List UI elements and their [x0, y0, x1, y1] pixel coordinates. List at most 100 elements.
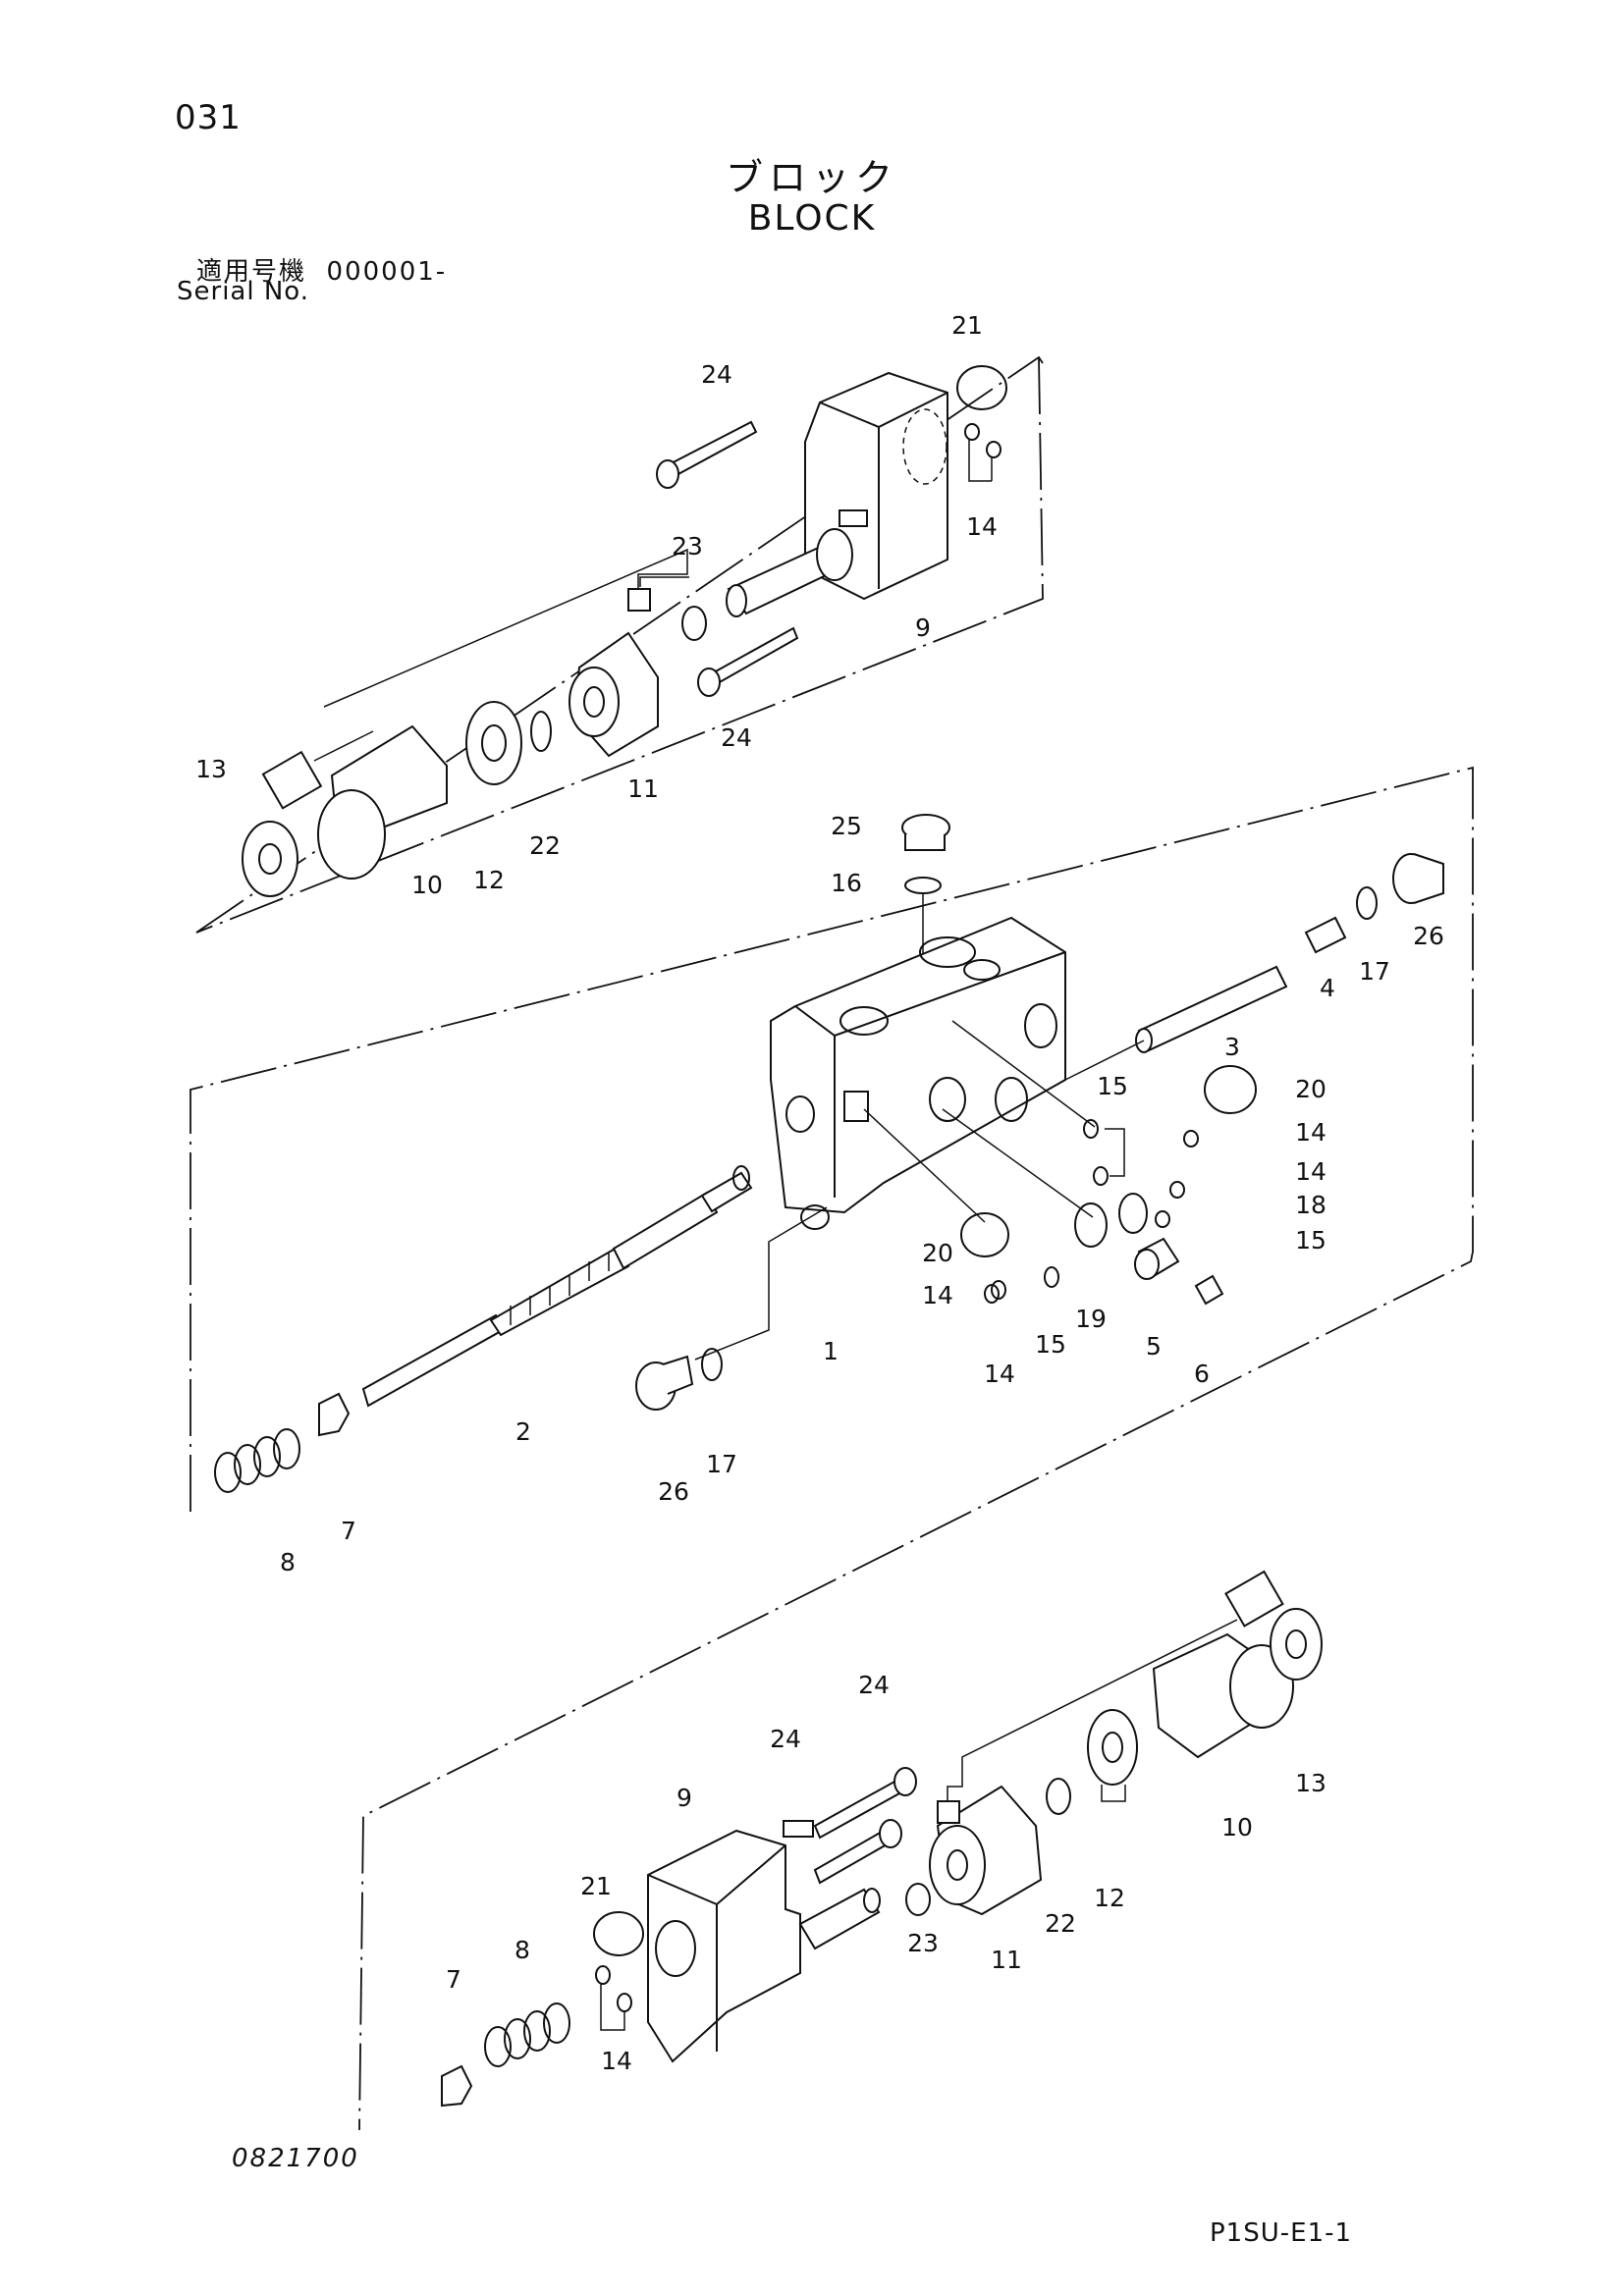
- part-14-oring-g: [984, 1284, 1000, 1304]
- callout-5: 5: [1146, 1332, 1162, 1361]
- callout-14: 14: [922, 1281, 953, 1309]
- callout-14: 14: [966, 512, 998, 541]
- part-8-spring: [214, 1428, 300, 1493]
- callout-4: 4: [1320, 974, 1335, 1002]
- part-8-spring-bottom: [484, 2002, 570, 2067]
- callout-23: 23: [672, 532, 703, 561]
- part-12-washer-bottom: [1087, 1709, 1138, 1786]
- callout-26: 26: [1413, 922, 1444, 950]
- solenoid-connector-top: [261, 730, 374, 810]
- part-21-oring-bottom: [593, 1911, 644, 1956]
- callout-14: 14: [601, 2047, 632, 2075]
- part-9-stem: [726, 528, 853, 617]
- part-10-sleeve: [317, 724, 448, 880]
- part-19-oring: [1074, 1202, 1108, 1248]
- part-9-stem-bottom: [798, 1888, 881, 1950]
- part-17-oring-left: [701, 1348, 723, 1381]
- part-4-spring: [1304, 916, 1347, 954]
- callout-6: 6: [1194, 1360, 1210, 1388]
- part-14-oring-d: [1169, 1181, 1185, 1199]
- serial-label-japanese: 適用号機: [196, 257, 307, 287]
- callout-14: 14: [1295, 1157, 1326, 1186]
- part-14-oring-f: [991, 1280, 1006, 1300]
- callout-17: 17: [1359, 957, 1390, 986]
- callout-7: 7: [341, 1517, 356, 1545]
- part-22-oring: [530, 711, 552, 752]
- callout-12: 12: [473, 866, 505, 894]
- callout-12: 12: [1094, 1884, 1125, 1912]
- part-7-spring-seat-bottom: [441, 2064, 473, 2108]
- callout-16: 16: [831, 869, 862, 897]
- callout-9: 9: [915, 614, 931, 642]
- callout-22: 22: [1045, 1909, 1076, 1938]
- callout-9: 9: [677, 1784, 692, 1812]
- part-15-oring-c: [1155, 1210, 1170, 1228]
- callout-23: 23: [907, 1929, 939, 1957]
- page-title-japanese: ブロック: [725, 156, 898, 199]
- callout-11: 11: [627, 774, 659, 803]
- part-23-oring: [681, 606, 707, 641]
- callout-24: 24: [721, 723, 752, 752]
- callout-10: 10: [411, 871, 443, 899]
- part-24-bolt-bottom-b: [813, 1819, 902, 1885]
- callout-13: 13: [1295, 1769, 1326, 1797]
- page-code: P1SU-E1-1: [1210, 2218, 1353, 2248]
- callout-15: 15: [1097, 1072, 1128, 1100]
- part-24-bolt-lower: [697, 626, 799, 697]
- callout-20: 20: [1295, 1075, 1326, 1103]
- part-12-washer: [465, 701, 522, 785]
- page-title: BLOCK: [747, 198, 877, 239]
- part-10-sleeve-bottom: [1152, 1632, 1294, 1759]
- part-17-oring-right: [1356, 886, 1378, 920]
- callout-15: 15: [1035, 1330, 1066, 1359]
- part-15-oring-b: [1093, 1166, 1109, 1186]
- part-6-poppet: [1194, 1274, 1224, 1306]
- callout-21: 21: [951, 311, 983, 340]
- part-7-spring-seat: [318, 1392, 351, 1437]
- callout-11: 11: [991, 1946, 1022, 1974]
- part-14-oring-a: [964, 423, 980, 441]
- callout-7: 7: [446, 1965, 461, 1994]
- main-valve-assembly: [189, 766, 1474, 2131]
- callout-24: 24: [770, 1725, 801, 1753]
- serial-label: Serial No.: [177, 277, 309, 306]
- callout-24: 24: [701, 360, 732, 389]
- serial-applicability: 適用号機 000001-: [196, 251, 447, 288]
- callout-21: 21: [580, 1872, 612, 1900]
- callout-8: 8: [280, 1548, 296, 1576]
- callout-18: 18: [1295, 1191, 1326, 1219]
- callout-1: 1: [823, 1337, 839, 1365]
- part-3-poppet: [1135, 965, 1288, 1053]
- part-18-oring: [1118, 1193, 1148, 1234]
- callout-17: 17: [706, 1450, 737, 1478]
- callout-20: 20: [922, 1239, 953, 1267]
- part-11-coil-bottom: [929, 1619, 1238, 1916]
- top-solenoid-assembly: [195, 355, 1044, 934]
- callout-3: 3: [1224, 1033, 1240, 1061]
- callout-2: 2: [515, 1417, 531, 1446]
- part-26-plug-right: [1392, 853, 1444, 904]
- callout-14: 14: [984, 1360, 1015, 1388]
- callout-25: 25: [831, 812, 862, 840]
- part-25-plug: [901, 814, 950, 851]
- callout-19: 19: [1075, 1305, 1107, 1333]
- part-14-oring-h: [595, 1965, 611, 1985]
- callout-22: 22: [529, 831, 561, 860]
- part-20-oring-upper: [1204, 1065, 1257, 1114]
- part-24-bolt-upper: [656, 420, 758, 489]
- part-5-sleeve: [1134, 1237, 1180, 1280]
- callout-15: 15: [1295, 1226, 1326, 1255]
- callout-24: 24: [858, 1671, 890, 1699]
- callout-14: 14: [1295, 1118, 1326, 1147]
- drawing-number: 0821700: [232, 2144, 359, 2173]
- part-11-coil: [323, 548, 689, 758]
- part-2-spool: [361, 1165, 753, 1408]
- part-14-oring-c: [1183, 1130, 1199, 1148]
- part-14-oring-b: [986, 441, 1001, 458]
- part-23-oring-bottom: [905, 1883, 931, 1916]
- part-13-nut: [242, 821, 298, 897]
- callout-26: 26: [658, 1477, 689, 1506]
- part-14-oring-e: [1044, 1266, 1059, 1288]
- part-16-oring: [904, 877, 942, 894]
